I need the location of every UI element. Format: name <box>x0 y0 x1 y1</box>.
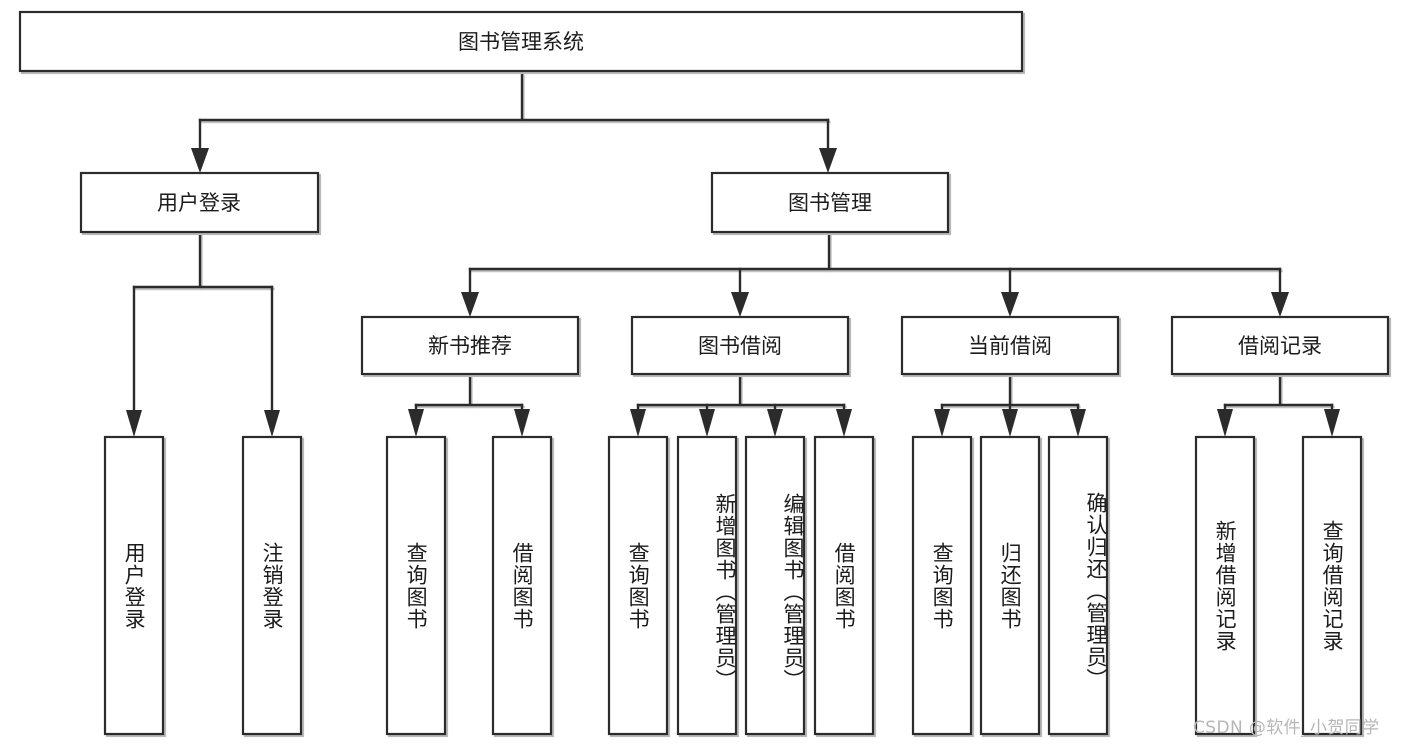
node-leaf-borrow-book-2[interactable] <box>813 435 875 736</box>
node-leaf-user-login[interactable] <box>103 435 165 736</box>
arrowhead-user-login <box>191 148 209 173</box>
csdn-watermark: CSDN @软件_小贺同学 <box>1193 718 1380 738</box>
node-label-current-borrowing: 当前借阅 <box>968 334 1052 358</box>
node-label-borrowing-record: 借阅记录 <box>1238 334 1322 358</box>
node-label-new-book-recommendation: 新书推荐 <box>428 334 512 358</box>
node-leaf-query-borrow-record[interactable] <box>1301 435 1363 736</box>
arrowhead-leaf-add-book-admin <box>699 409 715 437</box>
arrowhead-leaf-borrow-book-2 <box>836 409 852 437</box>
node-leaf-query-book-1[interactable] <box>385 435 447 736</box>
node-leaf-logout-login[interactable] <box>241 435 303 736</box>
arrowhead-leaf-query-book-2 <box>630 409 646 437</box>
node-book-borrowing[interactable] <box>630 315 850 376</box>
node-leaf-add-borrow-record[interactable] <box>1194 435 1256 736</box>
node-label-user-login: 用户登录 <box>157 191 241 215</box>
connector-layer <box>126 69 1340 437</box>
arrowhead-new-book-recommendation <box>461 292 479 317</box>
arrowhead-leaf-logout-login <box>264 410 280 437</box>
arrowhead-book-management <box>819 148 837 173</box>
node-new-book-recommendation[interactable] <box>360 315 580 376</box>
arrowhead-leaf-add-borrow-record <box>1217 409 1233 437</box>
node-user-login[interactable] <box>79 171 320 234</box>
node-label-book-management: 图书管理 <box>788 191 872 215</box>
arrowhead-leaf-return-book <box>1002 409 1018 437</box>
node-leaf-add-book-admin[interactable] <box>676 435 738 736</box>
arrowhead-current-borrowing <box>1001 292 1019 317</box>
arrowhead-leaf-confirm-return-admin <box>1070 409 1086 437</box>
arrowhead-leaf-user-login <box>126 410 142 437</box>
node-leaf-borrow-book-1[interactable] <box>491 435 553 736</box>
arrowhead-leaf-edit-book-admin <box>767 409 783 437</box>
arrowhead-borrowing-record <box>1271 292 1289 317</box>
node-book-management-system[interactable] <box>18 10 1024 73</box>
node-leaf-query-book-3[interactable] <box>911 435 973 736</box>
node-label-book-management-system: 图书管理系统 <box>458 30 584 54</box>
node-leaf-return-book[interactable] <box>979 435 1041 736</box>
node-current-borrowing[interactable] <box>900 315 1120 376</box>
node-label-book-borrowing: 图书借阅 <box>698 334 782 358</box>
node-borrowing-record[interactable] <box>1170 315 1390 376</box>
node-leaf-query-book-2[interactable] <box>607 435 669 736</box>
node-book-management[interactable] <box>710 171 950 234</box>
arrowhead-leaf-query-borrow-record <box>1324 409 1340 437</box>
arrowhead-leaf-query-book-3 <box>934 409 950 437</box>
node-leaf-confirm-return-admin[interactable] <box>1047 435 1109 736</box>
node-layer: 图书管理系统 用户登录 图书管理 新书推荐 图书借阅 当前借阅 借阅记录 <box>18 10 1392 738</box>
arrowhead-book-borrowing <box>731 292 749 317</box>
arrowhead-leaf-borrow-book-1 <box>514 409 530 437</box>
arrowhead-leaf-query-book-1 <box>408 409 424 437</box>
node-leaf-edit-book-admin[interactable] <box>744 435 806 736</box>
